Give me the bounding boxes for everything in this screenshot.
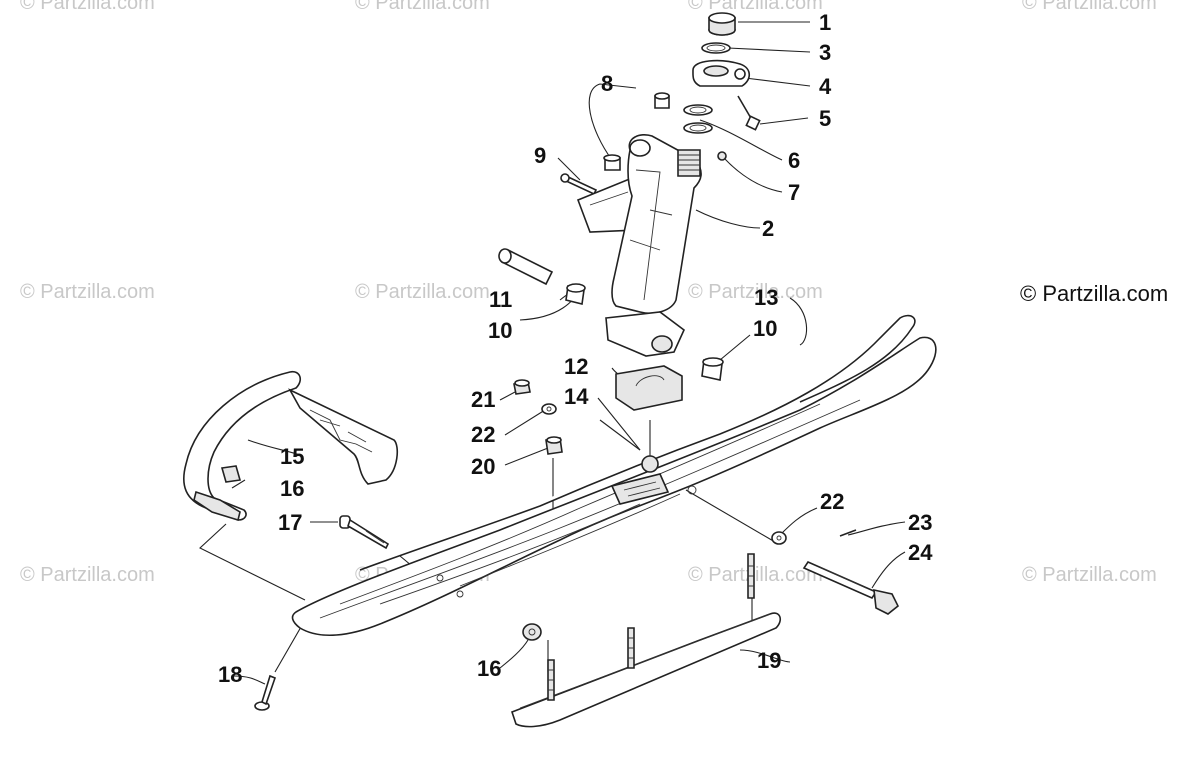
nut-part: [220, 465, 542, 641]
watermark: © Partzilla.com: [688, 564, 823, 586]
washer-part: [683, 104, 713, 134]
spacer-tube-part: [498, 248, 554, 286]
callout-16: 16: [477, 656, 502, 681]
callout-14: 14: [564, 384, 589, 409]
bolt-part: [339, 515, 390, 550]
spindle-part: [576, 134, 702, 357]
bushing-part: [603, 92, 670, 171]
callout-15: 15: [280, 444, 305, 469]
screw-part: [254, 674, 277, 711]
bumper-part: [615, 365, 683, 411]
watermark: © Partzilla.com: [688, 281, 823, 303]
watermark: © Partzilla.com: [355, 281, 490, 303]
callout-16: 16: [280, 476, 305, 501]
callout-2: 2: [762, 216, 775, 241]
callout-22: 22: [471, 422, 496, 447]
callout-1: 1: [819, 10, 832, 35]
watermark: © Partzilla.com: [1022, 0, 1157, 14]
washer-part: [771, 531, 787, 545]
callout-18: 18: [218, 662, 243, 687]
copyright-notice: © Partzilla.com: [1020, 281, 1169, 306]
callout-3: 3: [819, 40, 832, 65]
callout-19: 19: [757, 648, 782, 673]
bolt-part: [737, 95, 761, 131]
callout-10: 10: [753, 316, 778, 341]
callout-5: 5: [819, 106, 832, 131]
callout-10: 10: [488, 318, 513, 343]
callout-23: 23: [908, 510, 933, 535]
washer-part: [541, 403, 557, 415]
watermark: © Partzilla.com: [20, 0, 155, 14]
callout-24: 24: [908, 540, 933, 565]
clamp-part: [692, 59, 751, 87]
watermark: © Partzilla.com: [20, 281, 155, 303]
callout-7: 7: [788, 180, 801, 205]
bolt-part: [802, 560, 900, 615]
ski-handle-part: [182, 370, 399, 522]
watermark: © Partzilla.com: [688, 0, 823, 14]
callout-21: 21: [471, 387, 496, 412]
callout-8: 8: [601, 71, 614, 96]
ring-part: [701, 42, 731, 54]
wear-bar-part: [510, 553, 782, 728]
cotter-pin-part: [839, 529, 857, 537]
watermark: © Partzilla.com: [20, 564, 155, 586]
spindle-bolt-part: [560, 173, 598, 196]
nut-part: [545, 436, 563, 455]
callout-4: 4: [819, 74, 832, 99]
nut-part: [513, 379, 531, 395]
callout-9: 9: [534, 143, 547, 168]
callout-22: 22: [820, 489, 845, 514]
callout-6: 6: [788, 148, 801, 173]
set-screw-part: [717, 151, 727, 161]
ski-part: [291, 314, 937, 637]
callout-11: 11: [489, 287, 513, 312]
callout-12: 12: [564, 354, 589, 379]
bushing-part: [565, 283, 724, 381]
callout-17: 17: [278, 510, 303, 535]
callout-20: 20: [471, 454, 496, 479]
watermark: © Partzilla.com: [355, 0, 490, 14]
leader-lines: [199, 21, 906, 685]
callout-13: 13: [754, 285, 779, 310]
watermark: © Partzilla.com: [1022, 564, 1157, 586]
cap-part: [708, 12, 736, 36]
